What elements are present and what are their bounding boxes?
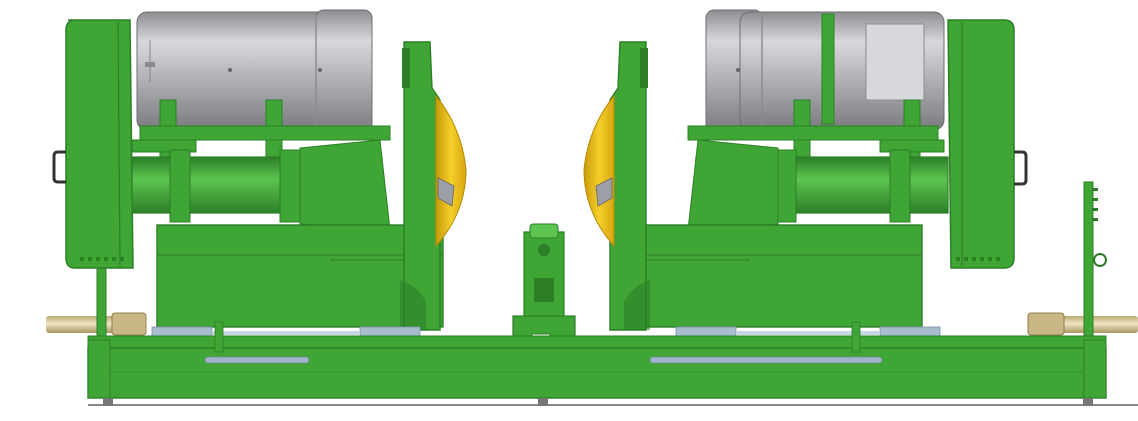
leveling-feet <box>103 398 1093 406</box>
right-motor <box>705 9 945 133</box>
left-base-housing <box>156 224 444 328</box>
right-handle-icon <box>1014 150 1028 186</box>
right-motor-terminal-box <box>865 23 925 101</box>
base-rail <box>87 335 1107 349</box>
right-upright-post <box>1083 181 1094 343</box>
right-flywheel-guard <box>947 19 1015 269</box>
right-guide-slot <box>649 356 883 364</box>
left-guide-slot <box>204 356 310 364</box>
left-flywheel-guard <box>65 19 134 269</box>
right-assembly <box>583 9 1138 343</box>
right-inlet-pipe <box>1062 316 1138 333</box>
left-handle-icon <box>52 150 66 184</box>
bottom-frame <box>87 321 1107 406</box>
base-beam <box>87 347 1107 399</box>
left-cutter-blade <box>435 94 467 248</box>
right-cutter-blade <box>583 94 615 248</box>
right-base-housing <box>635 224 923 328</box>
left-assembly <box>46 9 467 337</box>
